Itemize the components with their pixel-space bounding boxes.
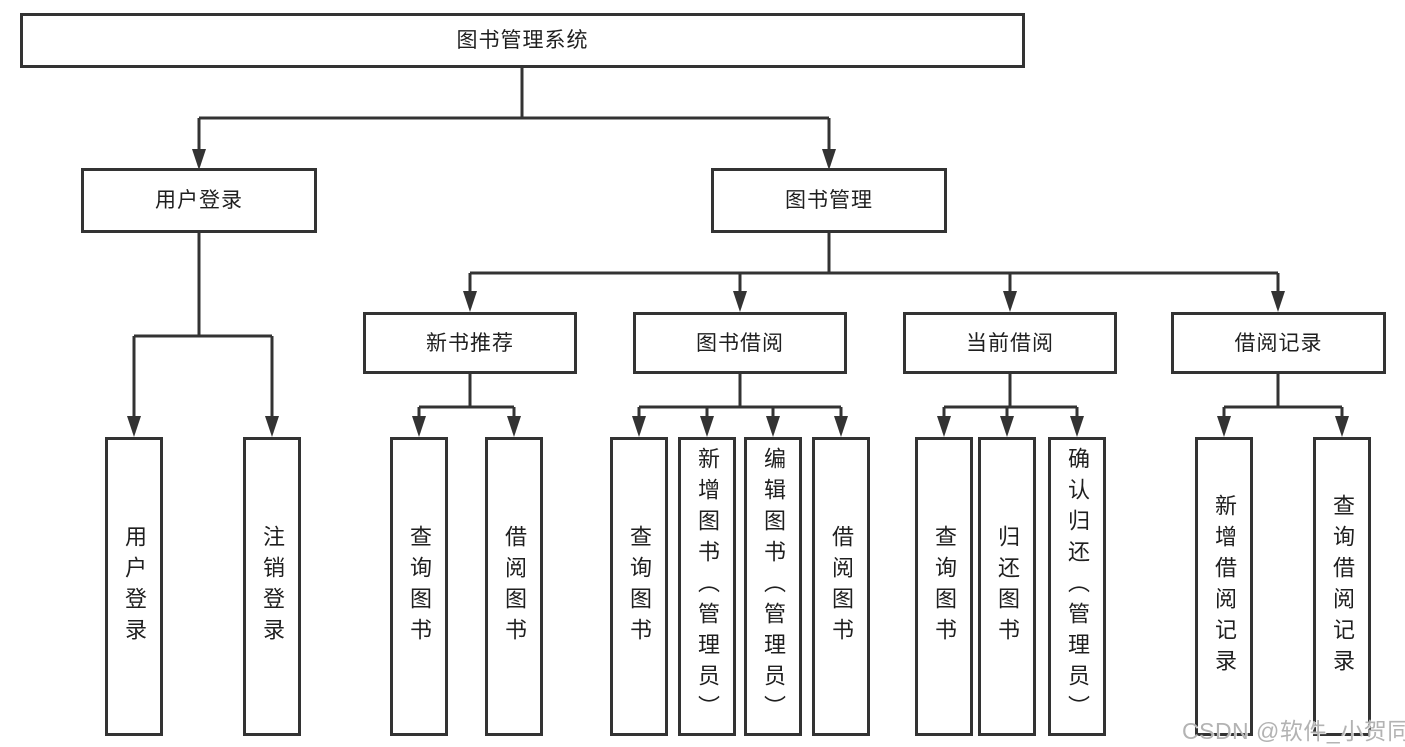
leaf-confirm-return-admin: 确认归还（管理员） xyxy=(1048,437,1106,736)
leaf-query-borrow-record: 查询借阅记录 xyxy=(1313,437,1371,736)
leaf-query-books-borrowing: 查询图书 xyxy=(610,437,668,736)
leaf-add-borrow-record: 新增借阅记录 xyxy=(1195,437,1253,736)
node-label: 查询借阅记录 xyxy=(1330,493,1355,680)
watermark: CSDN @软件_小贺同学 xyxy=(1182,718,1405,744)
arrow-icon xyxy=(507,416,521,437)
leaf-return-books: 归还图书 xyxy=(978,437,1036,736)
node-label: 注销登录 xyxy=(260,524,285,649)
arrow-icon xyxy=(192,149,206,170)
node-label: 查询图书 xyxy=(932,524,957,649)
node-label: 确认归还（管理员） xyxy=(1065,447,1090,726)
node-label: 图书管理 xyxy=(785,189,873,212)
leaf-borrow-books: 借阅图书 xyxy=(812,437,870,736)
arrow-icon xyxy=(700,416,714,437)
connector-path xyxy=(132,68,1344,433)
node-label: 借阅图书 xyxy=(502,524,527,649)
node-label: 图书借阅 xyxy=(696,331,784,355)
node-label: 新增图书（管理员） xyxy=(695,447,720,726)
arrow-icon xyxy=(127,416,141,437)
node-label: 新增借阅记录 xyxy=(1212,493,1237,680)
node-book-management: 图书管理 xyxy=(711,168,947,233)
arrow-icon xyxy=(1217,416,1231,437)
arrow-icon xyxy=(1000,416,1014,437)
arrowheads xyxy=(127,149,1349,437)
arrow-icon xyxy=(1070,416,1084,437)
node-library-management-system: 图书管理系统 xyxy=(20,13,1025,68)
arrow-icon xyxy=(733,291,747,312)
leaf-edit-book-admin: 编辑图书（管理员） xyxy=(744,437,802,736)
arrow-icon xyxy=(937,416,951,437)
node-label: 编辑图书（管理员） xyxy=(761,447,786,726)
leaf-query-books-current: 查询图书 xyxy=(915,437,973,736)
node-label: 图书管理系统 xyxy=(456,29,589,52)
node-label: 用户登录 xyxy=(122,524,147,649)
node-label: 查询图书 xyxy=(407,524,432,649)
arrow-icon xyxy=(412,416,426,437)
node-label: 查询图书 xyxy=(627,524,652,649)
node-current-borrowing: 当前借阅 xyxy=(903,312,1117,374)
node-label: 借阅记录 xyxy=(1234,331,1323,355)
node-label: 新书推荐 xyxy=(426,331,514,355)
arrow-icon xyxy=(822,149,836,170)
leaf-logout: 注销登录 xyxy=(243,437,301,736)
arrow-icon xyxy=(463,291,477,312)
leaf-add-book-admin: 新增图书（管理员） xyxy=(678,437,736,736)
arrow-icon xyxy=(834,416,848,437)
leaf-query-books-recommend: 查询图书 xyxy=(390,437,448,736)
node-borrowing-records: 借阅记录 xyxy=(1171,312,1386,374)
leaf-user-login: 用户登录 xyxy=(105,437,163,736)
arrow-icon xyxy=(632,416,646,437)
node-label: 归还图书 xyxy=(995,524,1020,649)
node-label: 当前借阅 xyxy=(966,331,1054,355)
node-new-book-recommend: 新书推荐 xyxy=(363,312,577,374)
arrow-icon xyxy=(766,416,780,437)
node-label: 借阅图书 xyxy=(829,524,854,649)
node-user-login: 用户登录 xyxy=(81,168,317,233)
arrow-icon xyxy=(1335,416,1349,437)
arrow-icon xyxy=(265,416,279,437)
arrow-icon xyxy=(1271,291,1285,312)
node-label: 用户登录 xyxy=(155,189,243,212)
leaf-borrow-books-recommend: 借阅图书 xyxy=(485,437,543,736)
arrow-icon xyxy=(1003,291,1017,312)
node-book-borrowing: 图书借阅 xyxy=(633,312,847,374)
